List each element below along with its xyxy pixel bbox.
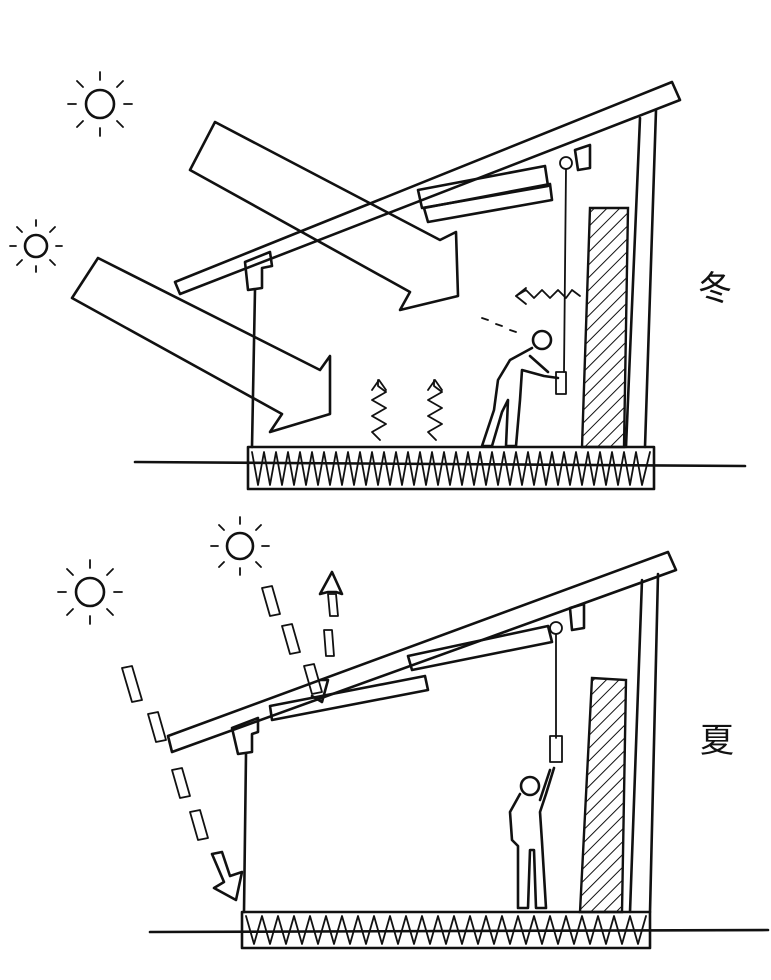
summer-floor-slab (240, 910, 652, 950)
winter-radiation-arrowhead (515, 287, 527, 305)
winter-person-figure (480, 317, 567, 448)
summer-sun-upper-icon (210, 516, 270, 576)
winter-left-wall (250, 288, 257, 449)
summer-thermal-wall (578, 676, 628, 914)
summer-sun-ray-reflected (261, 570, 344, 704)
winter-sun-lower-icon (9, 219, 63, 273)
winter-heat-rise (371, 379, 443, 441)
winter-label: 冬 (698, 269, 732, 309)
winter-thermal-wall (580, 206, 630, 449)
summer-section (57, 516, 770, 950)
winter-roof (173, 80, 682, 296)
summer-sun-ray-left (121, 665, 244, 902)
winter-right-wall (624, 108, 658, 449)
winter-ground-line (133, 460, 747, 468)
summer-label: 夏 (700, 721, 734, 761)
winter-floor-slab (246, 445, 656, 491)
summer-person-figure (508, 735, 563, 910)
winter-sun-upper-icon (67, 71, 133, 137)
winter-wall-radiation (515, 289, 581, 299)
summer-right-wall (628, 572, 660, 914)
summer-sun-lower-icon (57, 559, 123, 625)
summer-roof (166, 550, 678, 756)
winter-section (9, 71, 747, 491)
winter-sun-ray-upper (188, 120, 460, 312)
summer-left-wall (242, 752, 248, 914)
winter-pulley-cord (563, 168, 567, 373)
winter-sun-ray-lower (70, 256, 332, 434)
